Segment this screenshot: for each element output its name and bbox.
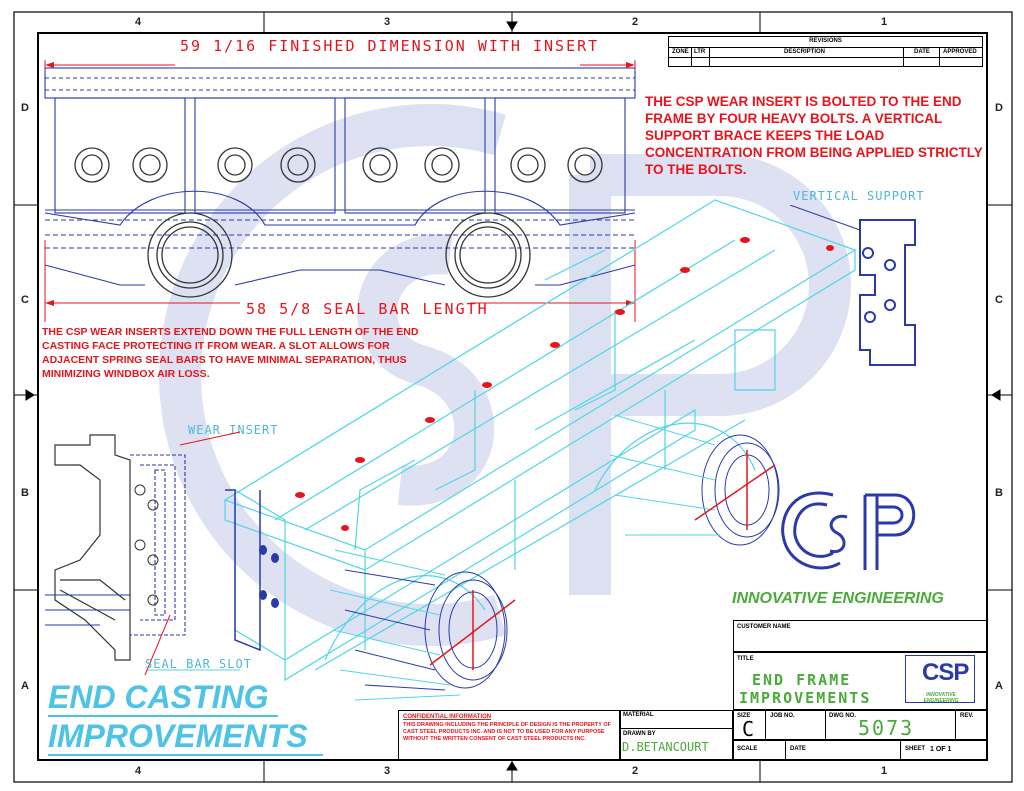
side-section-view-drawing — [45, 431, 241, 676]
size-value: C — [742, 717, 755, 741]
seal-bar-length-label: 58 5/8 SEAL BAR LENGTH — [246, 300, 489, 318]
job-no-label: JOB NO. — [770, 713, 795, 719]
dwg-no-value: 5073 — [858, 716, 915, 740]
material-drawn-cell — [620, 710, 733, 760]
zone-top-1: 1 — [881, 16, 888, 28]
zone-left-c: C — [21, 294, 29, 306]
zone-right-b: B — [995, 487, 1003, 499]
title-cell: TITLE END FRAME IMPROVEMENTS — [733, 652, 987, 710]
size-label: SIZE — [737, 713, 751, 719]
revisions-col-approved: APPROVED — [943, 49, 977, 55]
zone-top-2: 2 — [632, 16, 639, 28]
title-line2: IMPROVEMENTS — [739, 689, 872, 707]
zone-right-c: C — [995, 294, 1003, 306]
material-label: MATERIAL — [623, 712, 654, 718]
csp-logo-small-box: CSP INNOVATIVE ENGINEERING — [905, 655, 975, 704]
vertical-support-label: VERTICAL SUPPORT — [793, 189, 925, 203]
wear-insert-label: WEAR INSERT — [188, 423, 279, 437]
confidential-title: CONFIDENTIAL INFORMATION — [403, 714, 492, 720]
revisions-title: REVISIONS — [809, 38, 842, 44]
revisions-col-description: DESCRIPTION — [784, 49, 826, 55]
zone-left-a: A — [21, 680, 29, 692]
insert-note: THE CSP WEAR INSERTS EXTEND DOWN THE FUL… — [42, 326, 419, 380]
finished-dimension-label: 59 1/16 FINISHED DIMENSION WITH INSERT — [180, 37, 600, 55]
drawn-by-value: D.BETANCOURT — [622, 740, 709, 754]
rev-label: REV. — [960, 713, 974, 719]
drawn-by-label: DRAWN BY — [623, 731, 656, 737]
zone-left-d: D — [21, 102, 29, 114]
csp-logo-large — [781, 491, 916, 570]
sheet-label: SHEET — [905, 746, 926, 752]
end-casting-title-line2: IMPROVEMENTS — [48, 718, 308, 754]
zone-bottom-4: 4 — [135, 765, 142, 777]
sheet-value: 1 OF 1 — [930, 746, 952, 753]
front-view-drawing — [44, 60, 636, 322]
zone-right-d: D — [995, 102, 1003, 114]
revisions-col-zone: ZONE — [672, 49, 689, 55]
confidential-block: CONFIDENTIAL INFORMATION THIS DRAWING IN… — [398, 710, 620, 760]
zone-top-3: 3 — [384, 16, 391, 28]
zone-left-b: B — [21, 487, 29, 499]
revisions-table: REVISIONS ZONE LTR DESCRIPTION DATE APPR… — [668, 36, 983, 67]
date-label: DATE — [790, 746, 806, 752]
zone-bottom-1: 1 — [881, 765, 888, 777]
scale-label: SCALE — [737, 746, 758, 752]
zone-right-a: A — [995, 680, 1003, 692]
confidential-text: THIS DRAWING INCLUDING THE PRINCIPLE OF … — [403, 722, 611, 742]
zone-bottom-2: 2 — [632, 765, 639, 777]
bolt-note: THE CSP WEAR INSERT IS BOLTED TO THE END… — [645, 94, 983, 177]
size-row — [733, 710, 987, 740]
scale-row — [733, 740, 987, 760]
innovative-engineering-tagline: INNOVATIVE ENGINEERING — [732, 590, 944, 607]
zone-bottom-3: 3 — [384, 765, 391, 777]
title-line1: END FRAME — [752, 671, 852, 689]
isometric-end-frame-drawing — [223, 199, 857, 701]
customer-name-label: CUSTOMER NAME — [737, 624, 791, 630]
revisions-col-ltr: LTR — [694, 49, 706, 55]
revisions-col-date: DATE — [914, 49, 930, 55]
dwg-no-label: DWG NO. — [829, 713, 856, 719]
csp-logo-small-text: CSP — [922, 659, 969, 686]
title-label: TITLE — [737, 656, 754, 662]
customer-name-cell: CUSTOMER NAME — [733, 620, 987, 652]
vertical-support-drawing — [789, 205, 916, 366]
end-casting-title: END CASTING IMPROVEMENTS — [48, 680, 338, 756]
end-casting-title-line1: END CASTING — [48, 679, 269, 715]
seal-bar-slot-label: SEAL BAR SLOT — [145, 657, 252, 671]
csp-logo-small-sub: INNOVATIVE ENGINEERING — [923, 692, 959, 704]
zone-top-4: 4 — [135, 16, 142, 28]
